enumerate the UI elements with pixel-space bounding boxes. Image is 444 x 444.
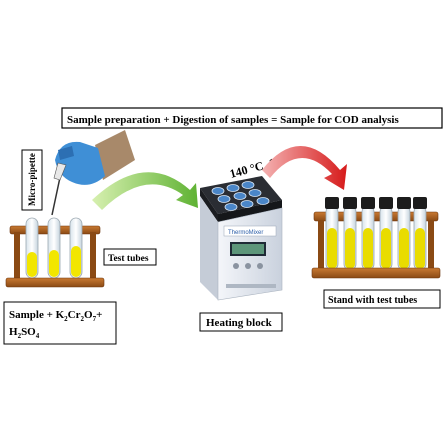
device-brand: ThermoMixer <box>228 230 263 236</box>
test-tubes-label: Test tubes <box>108 254 149 264</box>
left-tube-3 <box>69 217 83 279</box>
tube-cap <box>325 197 339 209</box>
right-tube-1 <box>325 197 339 271</box>
tube-cap <box>343 197 357 209</box>
right-tube-4 <box>379 197 393 271</box>
tube-cap <box>361 197 375 209</box>
right-test-tube-stand <box>311 197 441 279</box>
tube-cap <box>413 197 427 209</box>
micropipette-hand <box>51 130 135 216</box>
right-tube-2 <box>343 197 357 271</box>
heating-block-label-box: Heating block <box>199 312 283 332</box>
green-arrow <box>92 172 198 210</box>
title-box: Sample preparation + Digestion of sample… <box>61 107 443 129</box>
sample-label-box: Sample + K2Cr2O7+ H2SO4 <box>3 301 117 345</box>
stand-label-box: Stand with test tubes <box>323 289 441 309</box>
stand-label: Stand with test tubes <box>328 295 417 306</box>
right-tube-3 <box>361 197 375 271</box>
tube-cap <box>397 197 411 209</box>
heating-block-wells <box>211 181 270 211</box>
title-text: Sample preparation + Digestion of sample… <box>67 114 399 126</box>
red-arrow <box>262 146 347 190</box>
left-test-tube-rack <box>5 217 105 288</box>
micropipette-label-box: Micro-pipette <box>21 149 43 211</box>
tube-cap <box>379 197 393 209</box>
heating-block-label: Heating block <box>206 317 273 329</box>
left-tube-2 <box>47 217 61 279</box>
sample-label-line1: Sample + K2Cr2O7+ <box>9 309 102 323</box>
sample-label-line2: H2SO4 <box>9 326 40 340</box>
test-tubes-label-box: Test tubes <box>103 248 157 266</box>
micropipette-label: Micro-pipette <box>27 153 37 206</box>
heating-block-device: ThermoMixer <box>200 176 283 301</box>
left-tube-1 <box>25 217 39 279</box>
right-tube-5 <box>397 197 411 271</box>
right-tube-6 <box>413 197 427 271</box>
